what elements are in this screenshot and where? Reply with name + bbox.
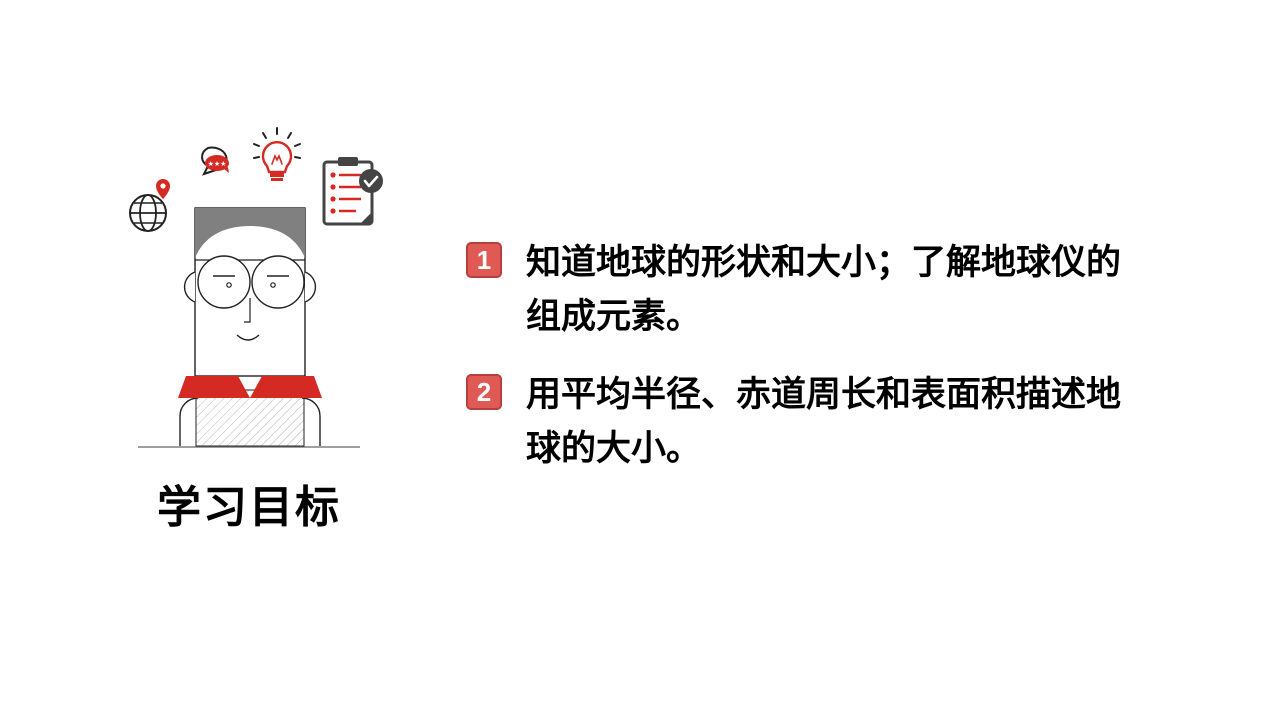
location-pin-icon [156,179,170,199]
number-badge: 2 [466,374,502,410]
objective-text: 知道地球的形状和大小；了解地球仪的组成元素。 [526,243,1122,337]
character-illustration: ★★★ [129,127,383,448]
number-badge: 1 [466,242,502,278]
svg-text:★★★: ★★★ [208,160,227,168]
slide-title: 学习目标 [157,482,341,533]
objective-text: 用平均半径、赤道周长和表面积描述地球的大小。 [526,375,1122,469]
chat-bubbles-icon: ★★★ [201,146,229,176]
objective-item: 2 用平均半径、赤道周长和表面积描述地球的大小。 [466,368,1166,476]
lightbulb-icon [253,127,301,181]
objective-item: 1 知道地球的形状和大小；了解地球仪的组成元素。 [466,236,1166,344]
objectives-list: 1 知道地球的形状和大小；了解地球仪的组成元素。 2 用平均半径、赤道周长和表面… [466,236,1166,500]
character [138,207,360,448]
checkmark-icon [359,169,383,193]
globe-icon [129,194,167,232]
